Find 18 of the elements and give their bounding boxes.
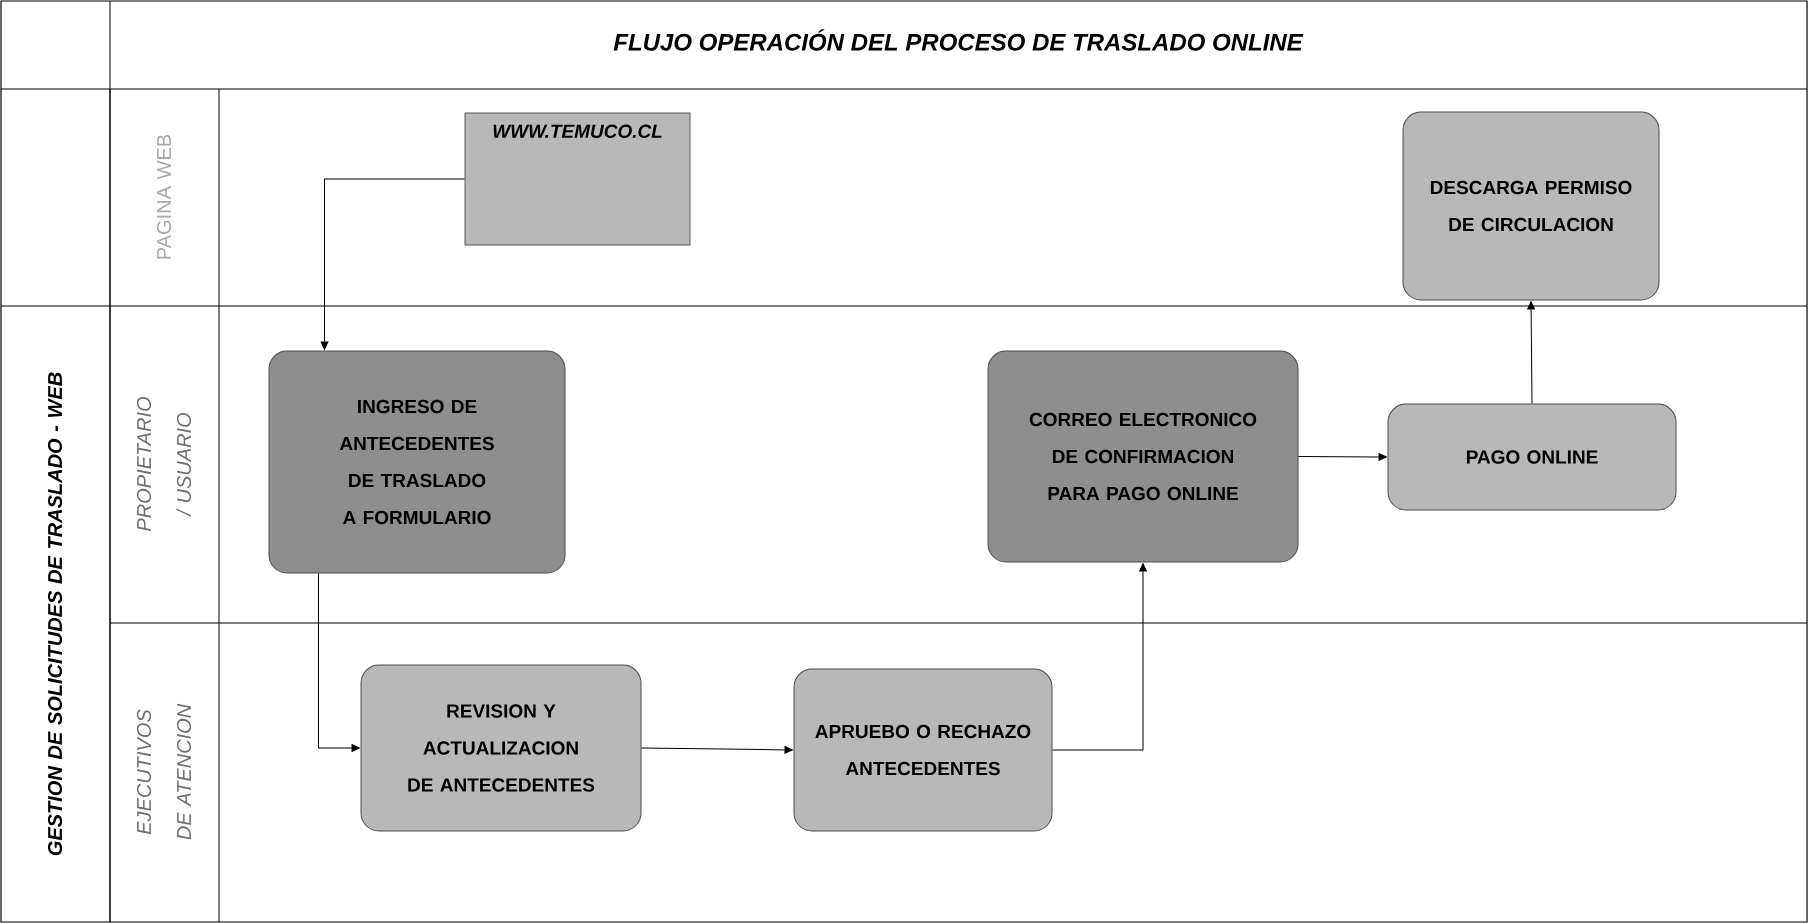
arrow (1052, 563, 1147, 751)
title: FLUJO OPERACIÓN DEL PROCESO DE TRASLADO ONLINE (613, 29, 1304, 51)
process-box: DESCARGA PERMISO DE CIRCULACION (1402, 111, 1660, 301)
swimlane-title: GESTION DE SOLICITUDES DE TRASLADO - WEB (47, 372, 63, 856)
arrow (1527, 301, 1535, 404)
arrow (318, 573, 360, 752)
process-box: APRUEBO O RECHAZO ANTECEDENTES (793, 668, 1053, 832)
arrow (641, 746, 793, 754)
arrow (320, 178, 465, 350)
process-box: INGRESO DE ANTECEDENTES DE TRASLADO A FORMULARIO (268, 350, 566, 574)
process-box: PAGO ONLINE (1387, 403, 1677, 511)
process-box: CORREO ELECTRONICO DE CONFIRMACION PARA PAGO ONLINE (987, 350, 1299, 563)
lane-label: PROPIETARIO / USUARIO (136, 396, 192, 531)
lane-label: PAGINA WEB (156, 134, 172, 259)
arrow (1298, 453, 1387, 461)
process-box: REVISION Y ACTUALIZACION DE ANTECEDENTES (360, 664, 642, 832)
lane-label: EJECUTIVOS DE ATENCION (136, 703, 192, 840)
process-box: WWW.TEMUCO.CL (464, 112, 691, 246)
